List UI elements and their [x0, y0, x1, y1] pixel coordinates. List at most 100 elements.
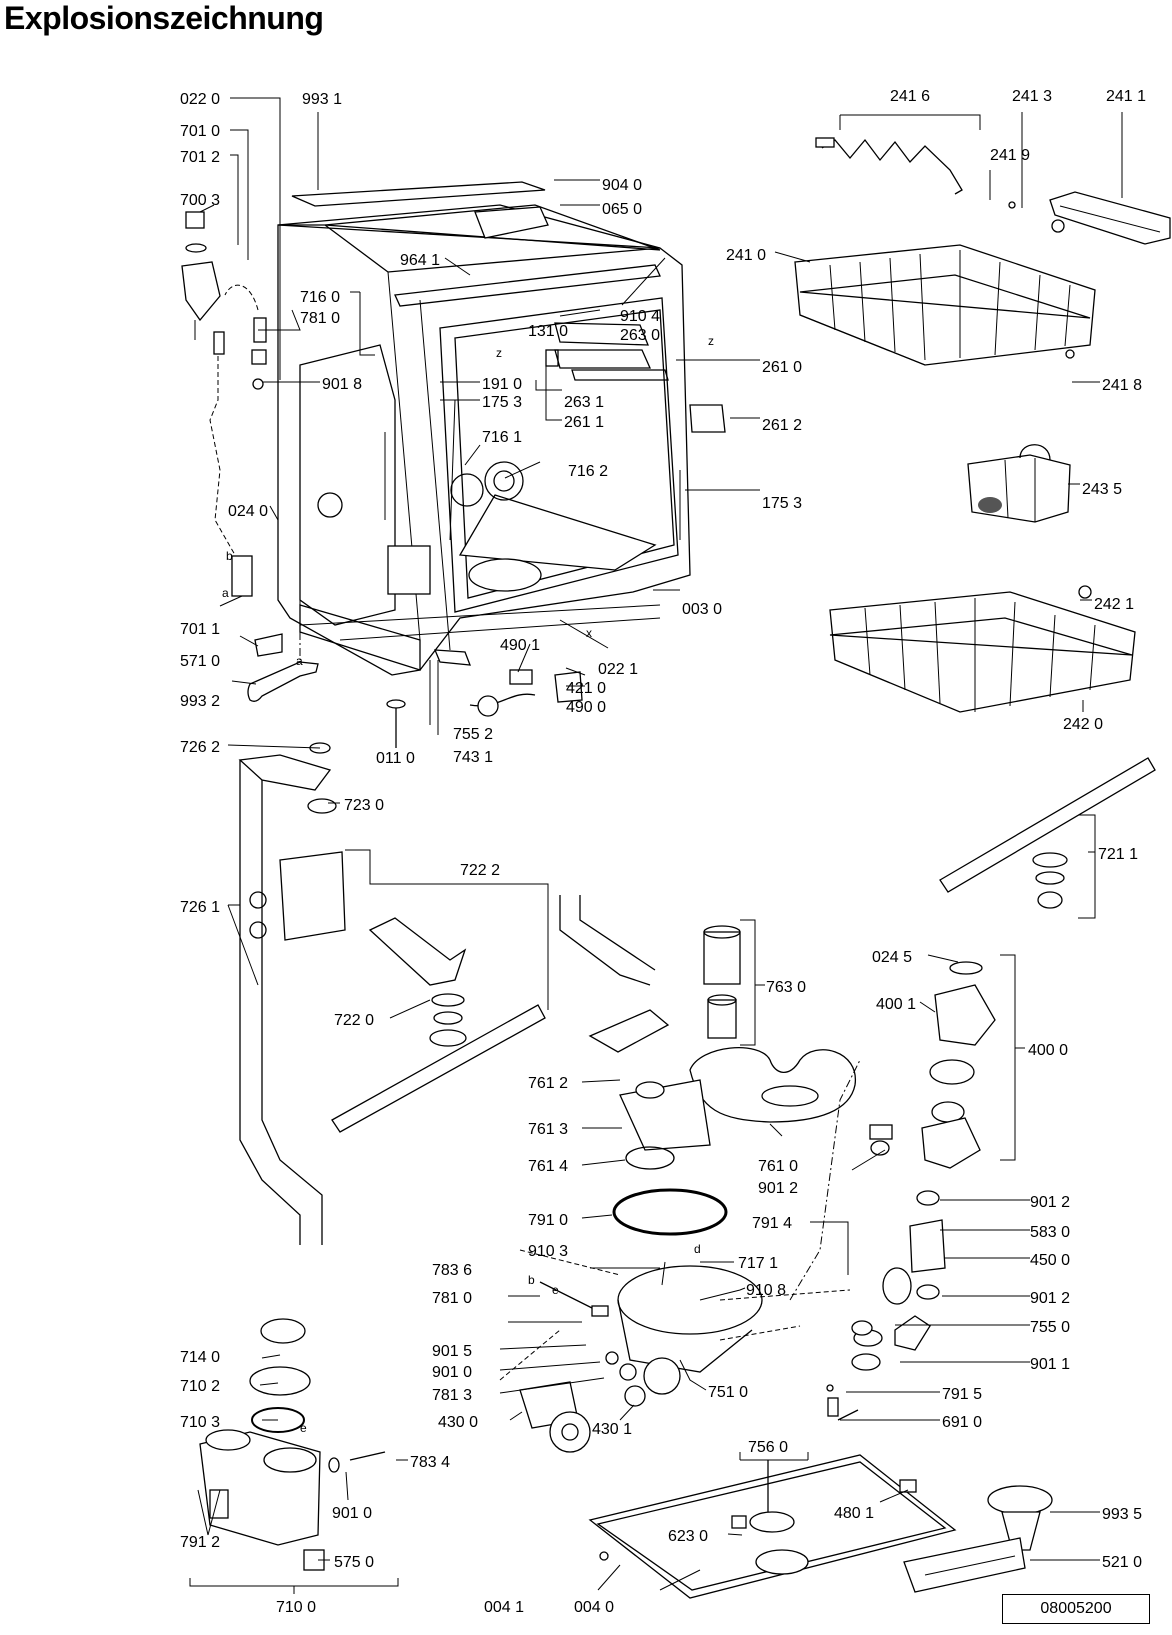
callout-714-0: 714 0: [180, 1349, 220, 1366]
callout-761-4: 761 4: [528, 1158, 568, 1175]
callout-710-0: 710 0: [276, 1599, 316, 1616]
lower-basket: [829, 585, 1136, 713]
marker-a: a: [222, 586, 229, 600]
sump: [539, 1188, 763, 1407]
callout-781-0-lower: 781 0: [432, 1290, 472, 1307]
assembly-guides: [299, 600, 861, 1381]
callout-710-2: 710 2: [180, 1378, 220, 1395]
callout-904-0: 904 0: [602, 177, 642, 194]
callout-901-2-mid: 901 2: [758, 1180, 798, 1197]
callout-726-2: 726 2: [180, 739, 220, 756]
callout-400-1: 400 1: [876, 996, 916, 1013]
callout-716-1: 716 1: [482, 429, 522, 446]
callout-964-1: 964 1: [400, 252, 440, 269]
callout-901-8: 901 8: [322, 376, 362, 393]
salt-container: [199, 1318, 386, 1571]
callout-910-3: 910 3: [528, 1243, 568, 1260]
callout-701-1: 701 1: [180, 621, 220, 638]
callout-700-3: 700 3: [180, 192, 220, 209]
callout-781-3: 781 3: [432, 1387, 472, 1404]
callout-004-1: 004 1: [484, 1599, 524, 1616]
callout-901-0-upper: 901 0: [432, 1364, 472, 1381]
upper-spray-arm: [939, 757, 1156, 909]
callout-726-1: 726 1: [180, 899, 220, 916]
filter-assembly: [703, 925, 741, 1039]
marker-z: z: [496, 346, 502, 360]
marker-e-2: e: [300, 1421, 307, 1435]
marker-a-2: a: [296, 654, 303, 668]
upper-basket: [794, 244, 1096, 366]
marker-b-2: b: [528, 1273, 535, 1287]
callout-751-0: 751 0: [708, 1384, 748, 1401]
callout-421-0: 421 0: [566, 680, 606, 697]
callout-722-2: 722 2: [460, 862, 500, 879]
marker-e: e: [552, 1283, 559, 1297]
circulation-pump: [869, 961, 996, 1169]
callout-480-1: 480 1: [834, 1505, 874, 1522]
callout-022-0: 022 0: [180, 91, 220, 108]
callout-400-0: 400 0: [1028, 1042, 1068, 1059]
plinth-parts: [386, 649, 583, 748]
connection-markers: b a a x z z d b e e: [222, 334, 714, 1435]
callout-623-0: 623 0: [668, 1528, 708, 1545]
callout-901-2-lower: 901 2: [1030, 1290, 1070, 1307]
callout-901-1: 901 1: [1030, 1356, 1070, 1373]
callout-241-8: 241 8: [1102, 377, 1142, 394]
leader-lines: [189, 97, 1123, 1594]
callout-716-0: 716 0: [300, 289, 340, 306]
callout-723-0: 723 0: [344, 797, 384, 814]
heater-hoses: [826, 1140, 946, 1421]
callout-241-6: 241 6: [890, 88, 930, 105]
callout-241-0: 241 0: [726, 247, 766, 264]
drawing-number: 08005200: [1002, 1594, 1150, 1624]
callout-763-0: 763 0: [766, 979, 806, 996]
callout-175-3-left: 175 3: [482, 394, 522, 411]
callout-024-0: 024 0: [228, 503, 268, 520]
callout-022-1: 022 1: [598, 661, 638, 678]
callout-755-0: 755 0: [1030, 1319, 1070, 1336]
callout-241-1: 241 1: [1106, 88, 1146, 105]
callout-910-8: 910 8: [746, 1282, 786, 1299]
cutlery-basket: [967, 444, 1071, 523]
callout-261-2: 261 2: [762, 417, 802, 434]
tub-cabinet: [277, 204, 726, 676]
callout-003-0: 003 0: [682, 601, 722, 618]
inlet-valve-hose: [181, 211, 283, 657]
callout-243-5: 243 5: [1082, 481, 1122, 498]
callout-791-5: 791 5: [942, 1386, 982, 1403]
marker-d: d: [694, 1242, 701, 1256]
callout-901-5: 901 5: [432, 1343, 472, 1360]
callout-263-1: 263 1: [564, 394, 604, 411]
callout-743-1: 743 1: [453, 749, 493, 766]
callout-450-0: 450 0: [1030, 1252, 1070, 1269]
callout-261-1: 261 1: [564, 414, 604, 431]
callout-791-0: 791 0: [528, 1212, 568, 1229]
service-wrench: [247, 661, 319, 702]
callout-717-1: 717 1: [738, 1255, 778, 1272]
callout-labels: 022 0 993 1 701 0 701 2 700 3 904 0 065 …: [180, 88, 1146, 1616]
callout-175-3-right: 175 3: [762, 495, 802, 512]
callout-791-2: 791 2: [180, 1534, 220, 1551]
callout-756-0: 756 0: [748, 1439, 788, 1456]
basket-rails: [815, 137, 1171, 245]
callout-242-0: 242 0: [1063, 716, 1103, 733]
callout-430-0: 430 0: [438, 1414, 478, 1431]
page-title: Explosionszeichnung: [4, 0, 324, 36]
callout-781-0-top: 781 0: [300, 310, 340, 327]
callout-993-2: 993 2: [180, 693, 220, 710]
callout-191-0: 191 0: [482, 376, 522, 393]
callout-993-5: 993 5: [1102, 1506, 1142, 1523]
callout-901-2-upper: 901 2: [1030, 1194, 1070, 1211]
callout-430-1: 430 1: [592, 1421, 632, 1438]
callout-701-0: 701 0: [180, 123, 220, 140]
callout-575-0: 575 0: [334, 1554, 374, 1571]
lower-spray-arm: [331, 917, 546, 1133]
drain-pump: [519, 1381, 591, 1453]
callout-901-0-lower: 901 0: [332, 1505, 372, 1522]
marker-x: x: [586, 626, 592, 640]
callout-716-2: 716 2: [568, 463, 608, 480]
callout-261-0: 261 0: [762, 359, 802, 376]
callout-755-2: 755 2: [453, 726, 493, 743]
callout-241-9: 241 9: [990, 147, 1030, 164]
callout-011-0: 011 0: [376, 750, 415, 767]
